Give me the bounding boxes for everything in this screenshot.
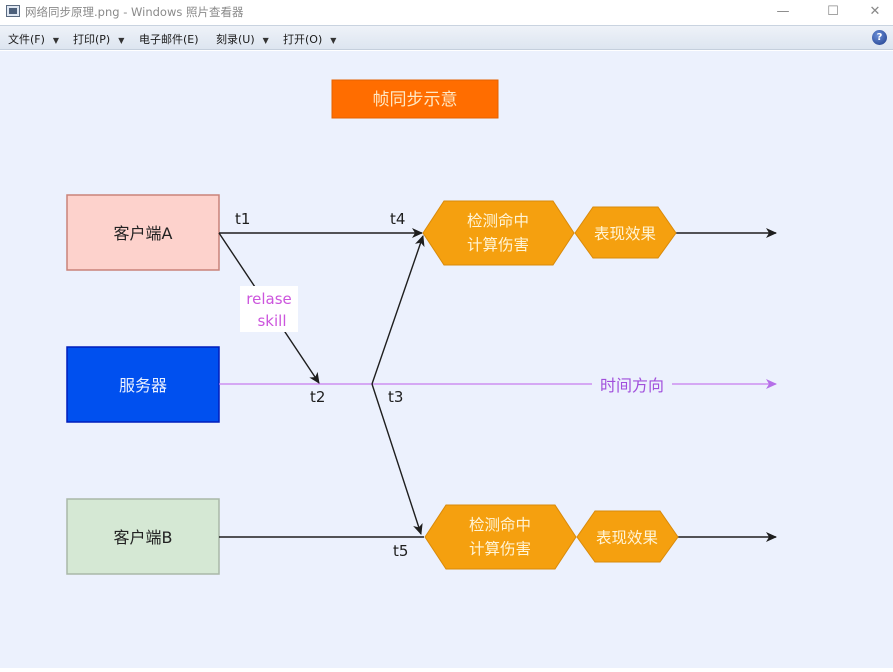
client-a-node — [66, 194, 220, 271]
effect-b-label: 表现效果 — [596, 529, 658, 547]
server-node — [66, 346, 220, 423]
detect-hit-hexagon-b — [424, 504, 577, 570]
client-a-label: 客户端A — [114, 224, 173, 243]
client-b-label: 客户端B — [114, 528, 173, 547]
client-b-node — [66, 498, 220, 575]
menu-print[interactable]: 打印(P) ▼ — [73, 31, 124, 47]
chevron-down-icon: ▼ — [118, 36, 125, 45]
effect-hexagon-b — [576, 510, 679, 563]
edge-label-line1: relase — [246, 290, 291, 308]
title-bar: 网络同步原理.png - Windows 照片查看器 — ☐ ✕ — [0, 0, 893, 24]
time-label-t4: t4 — [390, 210, 405, 228]
frame-sync-diagram: 帧同步示意 客户端A 服务器 客户端B 时间方向 relase — [66, 79, 777, 575]
detect-hit-b-line1: 检测命中 — [469, 516, 531, 534]
effect-a-label: 表现效果 — [594, 225, 656, 243]
menu-file[interactable]: 文件(F) ▼ — [8, 31, 59, 47]
minimize-button[interactable]: — — [776, 3, 790, 19]
detect-hit-b-line2: 计算伤害 — [469, 539, 531, 558]
menu-burn[interactable]: 刻录(U) ▼ — [216, 31, 269, 47]
broadcast-to-client-a-arrow — [371, 235, 425, 385]
chevron-down-icon: ▼ — [262, 36, 269, 45]
maximize-button[interactable]: ☐ — [827, 3, 839, 19]
edge-label-line2: skill — [257, 312, 286, 330]
time-axis-label: 时间方向 — [600, 376, 664, 395]
menu-email[interactable]: 电子邮件(E) — [139, 31, 199, 47]
chevron-down-icon: ▼ — [330, 36, 337, 45]
menu-email-label: 电子邮件(E) — [139, 33, 199, 46]
detect-hit-a-line1: 检测命中 — [467, 212, 529, 230]
menu-open-label: 打开(O) — [283, 33, 323, 46]
menu-bar: 文件(F) ▼ 打印(P) ▼ 电子邮件(E) 刻录(U) ▼ 打开(O) ▼ ? — [0, 25, 893, 50]
effect-hexagon-a — [574, 206, 677, 259]
time-label-t5: t5 — [393, 542, 408, 560]
help-icon[interactable]: ? — [872, 30, 887, 45]
diagram-title-box — [331, 79, 499, 119]
menu-print-label: 打印(P) — [73, 33, 111, 46]
broadcast-to-client-b-arrow — [371, 383, 423, 535]
diagram-title: 帧同步示意 — [373, 90, 458, 110]
menu-burn-label: 刻录(U) — [216, 33, 255, 46]
time-label-t2: t2 — [310, 388, 325, 406]
menu-open[interactable]: 打开(O) ▼ — [283, 31, 336, 47]
time-axis-label-bg — [592, 374, 672, 394]
detect-hit-a-line2: 计算伤害 — [467, 235, 529, 254]
app-icon — [6, 5, 20, 17]
chevron-down-icon: ▼ — [52, 36, 60, 45]
time-label-t1: t1 — [235, 210, 250, 228]
menu-file-label: 文件(F) — [8, 33, 45, 46]
status-strip — [0, 668, 893, 672]
edge-label-bg — [240, 286, 298, 332]
server-label: 服务器 — [119, 376, 167, 395]
time-label-t3: t3 — [388, 388, 403, 406]
image-canvas: 帧同步示意 客户端A 服务器 客户端B 时间方向 relase — [0, 51, 893, 668]
close-button[interactable]: ✕ — [869, 3, 881, 19]
detect-hit-hexagon-a — [422, 200, 575, 266]
window-title: 网络同步原理.png - Windows 照片查看器 — [25, 5, 244, 19]
